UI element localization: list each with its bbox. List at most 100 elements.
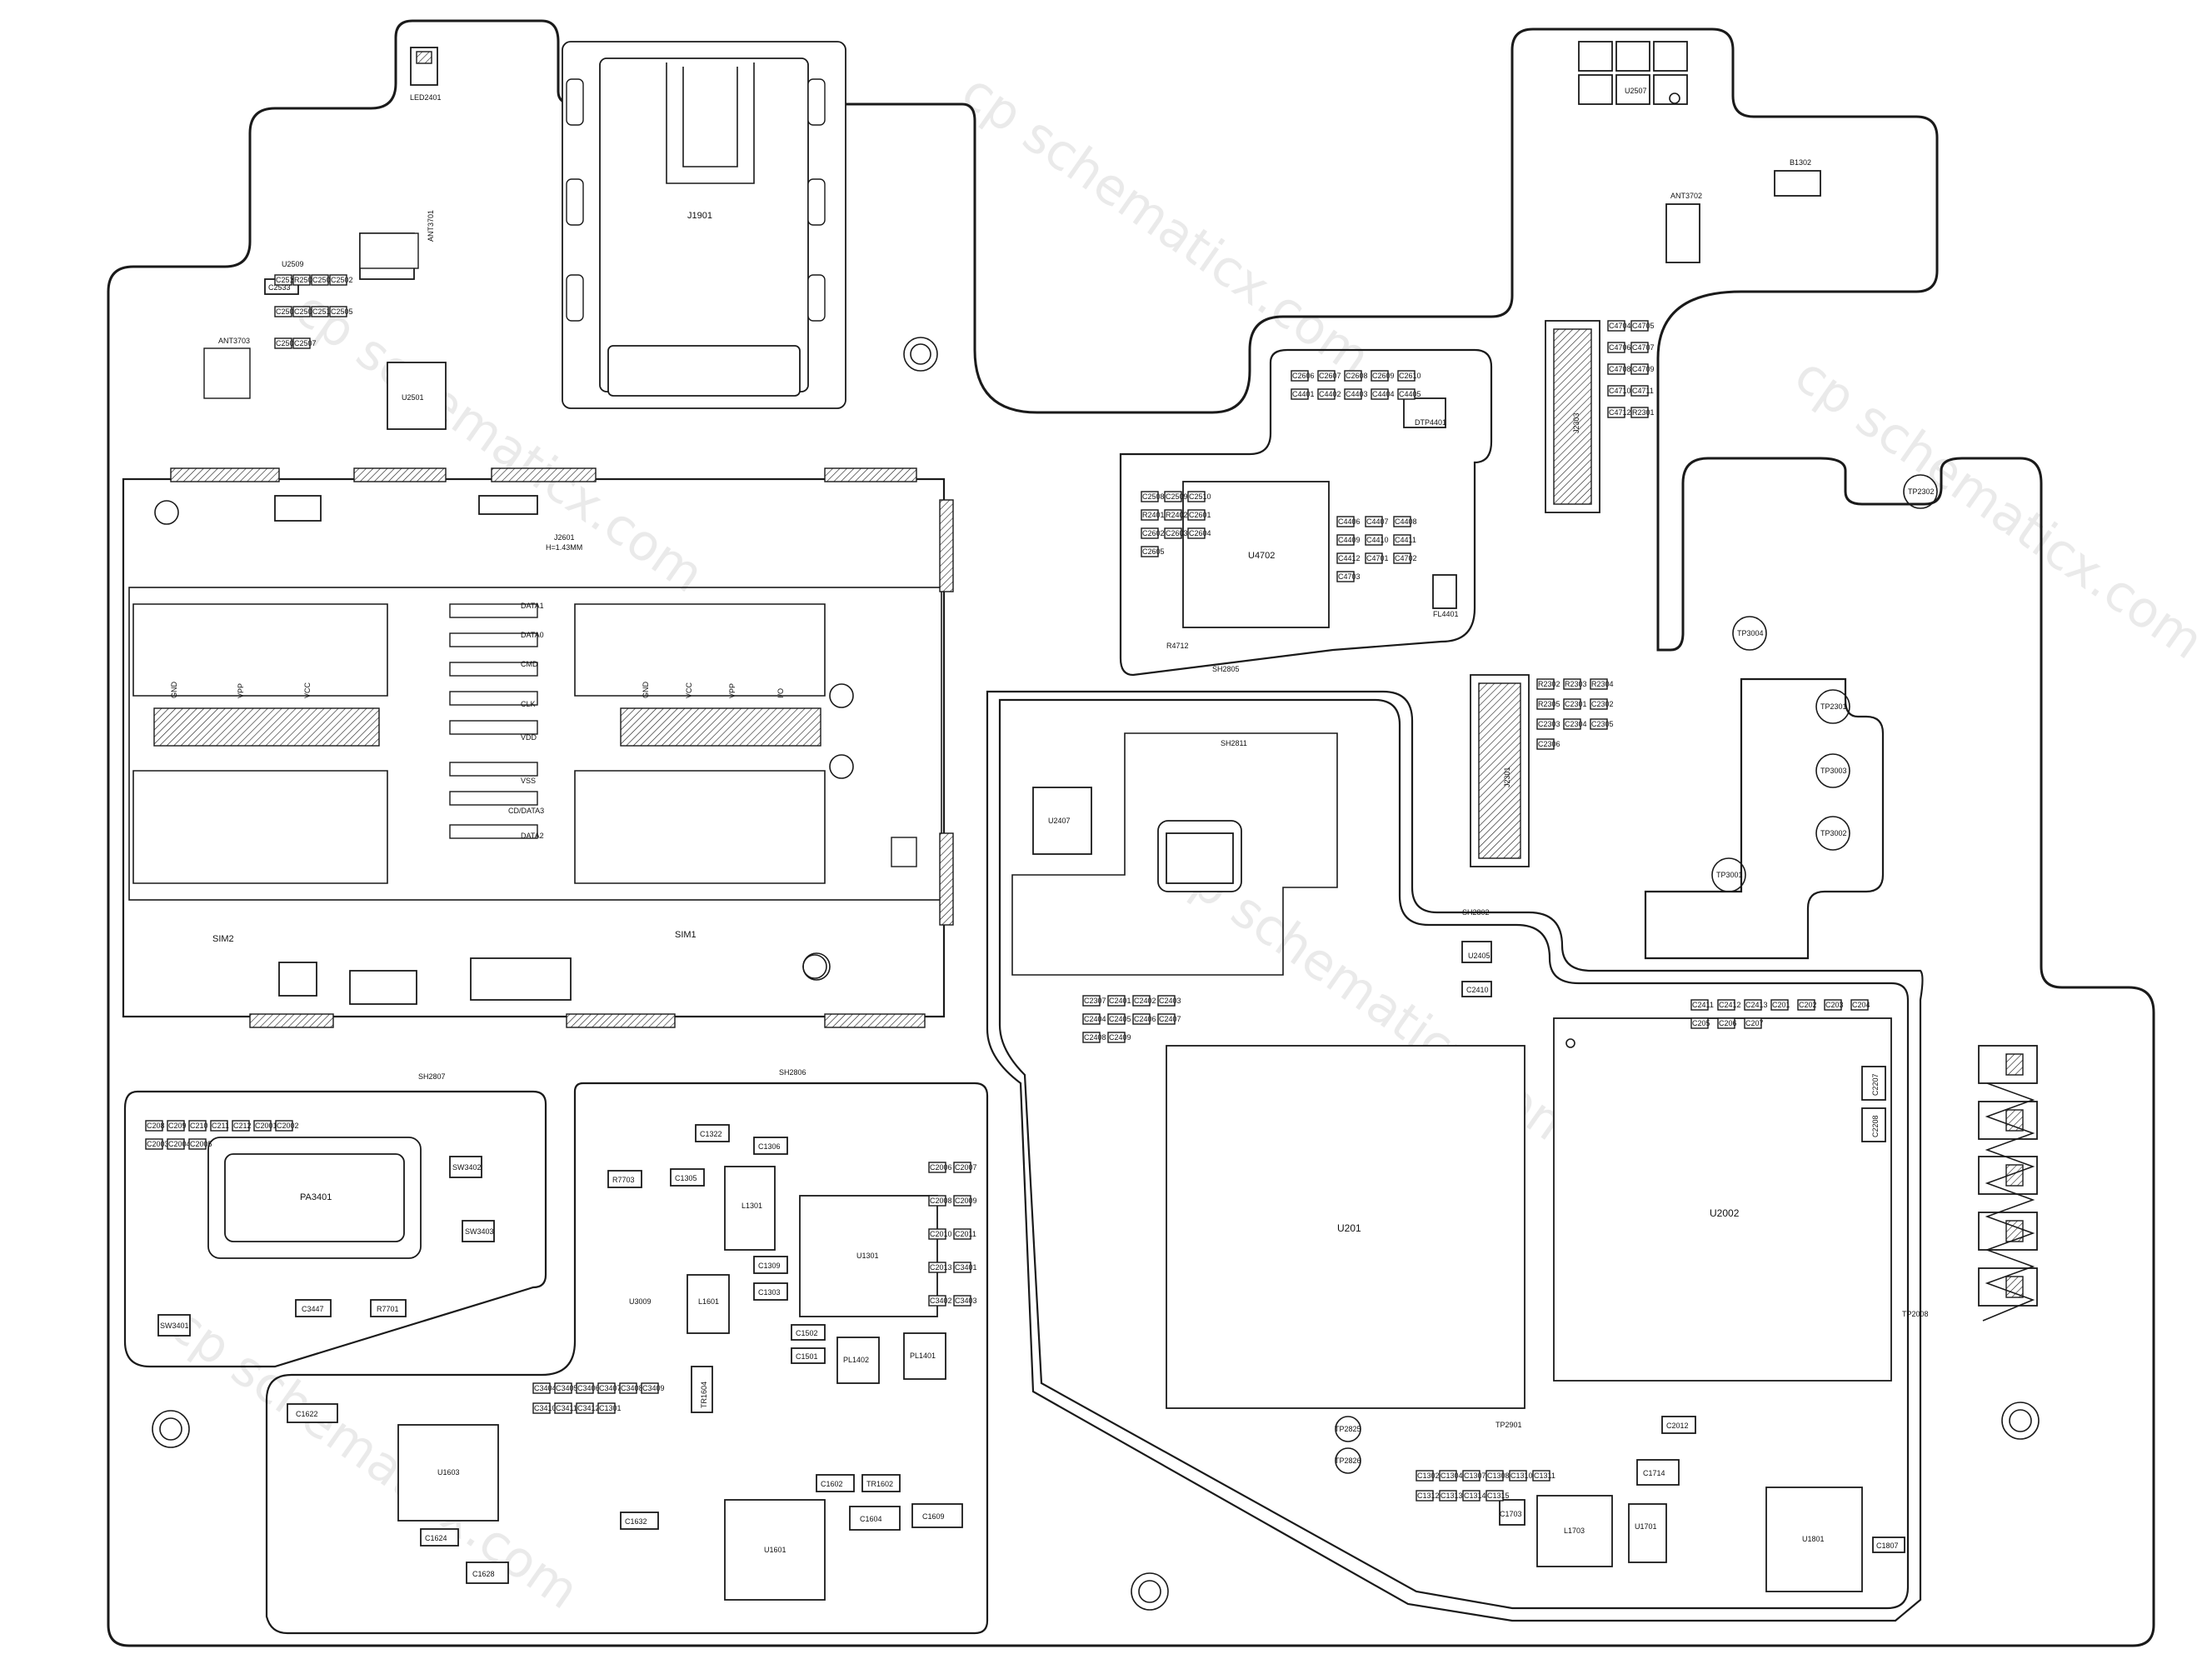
label-sw3401: SW3401 [160, 1322, 189, 1330]
passive-component [1563, 678, 1581, 690]
passive-component [1607, 320, 1625, 332]
passive-component-label: C206 [1719, 1019, 1737, 1027]
passive-component [1141, 491, 1159, 502]
passive-component [1082, 995, 1101, 1007]
passive-component-label: C4705 [1632, 322, 1655, 330]
passive-component [1344, 370, 1362, 382]
upper-right-area: U2507 B1302 ANT3702 TP2302 TP3004 TP2301… [1578, 41, 1938, 892]
passive-component-label: C2511 [312, 307, 334, 316]
passive-component [928, 1295, 946, 1307]
passive-component-label: C210 [190, 1122, 208, 1130]
passive-component-label: C2510 [1189, 492, 1211, 501]
passive-component [1590, 678, 1608, 690]
label-r7701: R7701 [377, 1305, 399, 1313]
passive-component-label: C2301 [1565, 700, 1587, 708]
passive-component [532, 1382, 551, 1394]
label-c1501: C1501 [796, 1352, 818, 1361]
label-c1622: C1622 [296, 1410, 318, 1418]
passive-component-label: C2602 [1142, 529, 1165, 537]
passive-component [1164, 509, 1182, 521]
passive-component-label: C3406 [577, 1384, 600, 1392]
passive-component-label: C2303 [1538, 720, 1560, 728]
passive-component [1630, 342, 1649, 353]
passive-component-label: C1308 [1487, 1472, 1510, 1480]
label-tp2825: TP2825 [1335, 1425, 1361, 1433]
label-c1624: C1624 [425, 1534, 447, 1542]
label-u4702: U4702 [1248, 551, 1275, 561]
label-sw3402: SW3402 [452, 1163, 482, 1172]
label-pl1401: PL1401 [910, 1352, 936, 1360]
sim-pad-label: VCC [685, 682, 693, 698]
passive-component [1393, 534, 1411, 546]
passive-component [1416, 1470, 1434, 1482]
passive-component-label: C4701 [1366, 554, 1389, 562]
sim-tray: J2601 H=1.43MM DATA1 DATA0 CMD CLK VDD V… [122, 467, 954, 1028]
passive-component-label: C2005 [190, 1140, 212, 1148]
passive-component [953, 1162, 971, 1173]
passive-component [1187, 527, 1206, 539]
passive-component [253, 1120, 272, 1132]
passive-component-label: C2509 [1166, 492, 1188, 501]
passive-component [210, 1120, 228, 1132]
passive-component [1607, 363, 1625, 375]
label-pl1402: PL1402 [843, 1356, 869, 1364]
label-tp3001: TP3001 [1716, 871, 1743, 879]
sim-pin-label: CD/DATA3 [508, 807, 544, 815]
passive-component-label: C2003 [147, 1140, 169, 1148]
label-u2407: U2407 [1048, 817, 1071, 825]
passive-component [928, 1162, 946, 1173]
passive-component-label: C4412 [1338, 554, 1361, 562]
u4702-block: U4702 R4712 DTP4401 FL4401 SH2805 [1119, 348, 1493, 677]
passive-component [1082, 1013, 1101, 1025]
passive-component-label: C4410 [1366, 536, 1389, 544]
label-c2533: C2533 [268, 283, 291, 292]
passive-component-label: C1304 [1441, 1472, 1463, 1480]
sim-pad-label: I/O [776, 688, 785, 698]
label-u3009: U3009 [629, 1297, 652, 1306]
passive-component-label: C2512 [276, 276, 298, 284]
passive-component [1590, 718, 1608, 730]
passive-component [1485, 1490, 1504, 1502]
passive-component [1107, 1032, 1126, 1043]
passive-component-label: C3411 [556, 1404, 577, 1412]
passive-component-label: C2609 [1372, 372, 1395, 380]
passive-component-label: C4704 [1609, 322, 1631, 330]
label-ant3701: ANT3701 [427, 210, 435, 242]
passive-component [1291, 388, 1309, 400]
passive-component-label: C209 [168, 1122, 187, 1130]
label-c1632: C1632 [625, 1517, 647, 1526]
passive-component-label: C2606 [1292, 372, 1315, 380]
passive-component-label: C4702 [1395, 554, 1417, 562]
label-sh2805: SH2805 [1212, 665, 1240, 673]
passive-component [1365, 516, 1383, 527]
passive-component-label: C204 [1852, 1001, 1870, 1009]
sim-pad-label: VPP [728, 683, 737, 698]
label-c1703: C1703 [1500, 1510, 1522, 1518]
label-dtp4401: DTP4401 [1415, 418, 1446, 427]
label-j2301: J2301 [1503, 767, 1511, 787]
label-u1701: U1701 [1635, 1522, 1657, 1531]
label-tp2302: TP2302 [1908, 487, 1935, 496]
right-antenna-pads [1978, 1045, 2038, 1322]
passive-component [1439, 1470, 1457, 1482]
label-c1309: C1309 [758, 1262, 781, 1270]
label-c1305: C1305 [675, 1174, 697, 1182]
passive-component-label: R2305 [1538, 700, 1560, 708]
passive-component [928, 1228, 946, 1240]
label-pa3401: PA3401 [300, 1192, 332, 1202]
passive-component [1107, 1013, 1126, 1025]
passive-component-label: C2406 [1134, 1015, 1156, 1023]
pmic-block: SH2806 C1322 C1306 C1305 R7703 L1301 U13… [265, 1068, 989, 1635]
passive-component [1317, 388, 1336, 400]
label-c1628: C1628 [472, 1570, 495, 1578]
label-c1602: C1602 [821, 1480, 843, 1488]
label-u1603: U1603 [437, 1468, 460, 1477]
passive-component [1607, 407, 1625, 418]
small-parts-group: C2512R2508C2501C2502C2503C2504C2511C2505… [145, 274, 1870, 1502]
passive-component-label: C4409 [1338, 536, 1361, 544]
passive-component-label: R2402 [1166, 511, 1188, 519]
label-tp2901: TP2901 [1495, 1421, 1522, 1429]
passive-component [145, 1120, 163, 1132]
watermark-text: cp schematicx.com [951, 62, 1381, 387]
passive-component-label: C4706 [1609, 343, 1631, 352]
